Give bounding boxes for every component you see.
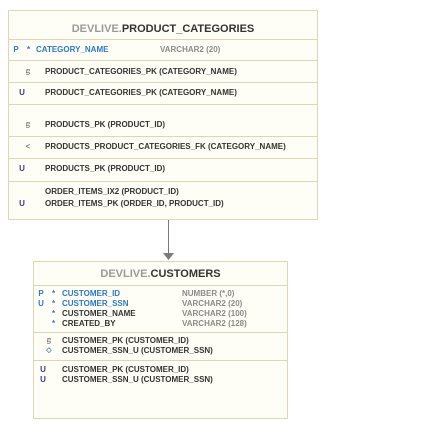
customers-name: CUSTOMERS — [150, 268, 221, 280]
ref-separator-1 — [9, 136, 317, 137]
order-index-row[interactable]: ORDER_ITEMS_IX2 (PRODUCT_ID) — [9, 186, 317, 198]
unique-flag: U — [38, 299, 44, 308]
pk-constraint-row[interactable]: ⴝ PRODUCT_CATEGORIES_PK (CATEGORY_NAME) — [9, 66, 317, 78]
unique-flag: U — [40, 365, 46, 374]
ref-unique-row[interactable]: U PRODUCTS_PK (PRODUCT_ID) — [9, 163, 317, 175]
pk-flag: P — [13, 45, 19, 54]
unique-flag: U — [19, 164, 25, 173]
customers-table[interactable]: DEVLIVE.CUSTOMERS P * CUSTOMER_ID NUMBER… — [33, 261, 288, 419]
constraint-row-customer-ssn-u[interactable]: ◇ CUSTOMER_SSN_U (CUSTOMER_SSN) — [34, 346, 287, 356]
ref-pk-row[interactable]: ⴝ PRODUCTS_PK (PRODUCT_ID) — [9, 119, 317, 131]
ref-unique-text: PRODUCTS_PK (PRODUCT_ID) — [45, 164, 166, 173]
mandatory-star: * — [52, 289, 56, 298]
column-row-category-name[interactable]: P * CATEGORY_NAME VARCHAR2 (20) — [9, 44, 317, 56]
constraint-text: CUSTOMER_SSN_U (CUSTOMER_SSN) — [62, 346, 213, 355]
pk-flag: P — [38, 289, 44, 298]
column-name: CUSTOMER_SSN — [62, 299, 129, 308]
column-type: VARCHAR2 (20) — [182, 299, 243, 308]
column-name: CATEGORY_NAME — [36, 45, 109, 54]
column-row-customer-id[interactable]: P * CUSTOMER_ID NUMBER (*,0) — [34, 289, 287, 299]
order-index-text: ORDER_ITEMS_IX2 (PRODUCT_ID) — [45, 187, 179, 196]
mandatory-star: * — [52, 299, 56, 308]
column-type: VARCHAR2 (128) — [182, 319, 247, 328]
column-name: CUSTOMER_ID — [62, 289, 121, 298]
index-text: PRODUCT_CATEGORIES_PK (CATEGORY_NAME) — [45, 88, 237, 97]
column-row-created-by[interactable]: * CREATED_BY VARCHAR2 (128) — [34, 319, 287, 329]
product-categories-schema: DEVLIVE. — [71, 23, 122, 35]
mandatory-star: * — [52, 319, 56, 328]
customers-schema: DEVLIVE. — [100, 268, 151, 280]
product-categories-title: DEVLIVE.PRODUCT_CATEGORIES — [9, 19, 317, 39]
constraint-row-customer-pk[interactable]: ⴝ CUSTOMER_PK (CUSTOMER_ID) — [34, 336, 287, 346]
index-row-customer-ssn-u[interactable]: U CUSTOMER_SSN_U (CUSTOMER_SSN) — [34, 375, 287, 385]
column-type: NUMBER (*,0) — [182, 289, 235, 298]
column-type: VARCHAR2 (100) — [182, 309, 247, 318]
product-categories-table[interactable]: DEVLIVE.PRODUCT_CATEGORIES P * CATEGORY_… — [8, 10, 318, 220]
customers-constraints-separator — [34, 360, 287, 361]
customers-title-separator — [34, 285, 287, 286]
foreign-key-icon: < — [25, 142, 31, 151]
key-icon: ⴝ — [46, 337, 52, 344]
mandatory-star: * — [52, 309, 56, 318]
ref-separator-2 — [9, 158, 317, 159]
index-text: CUSTOMER_SSN_U (CUSTOMER_SSN) — [62, 375, 213, 384]
index-row-customer-pk[interactable]: U CUSTOMER_PK (CUSTOMER_ID) — [34, 365, 287, 375]
mandatory-star: * — [27, 45, 31, 54]
arrow-head-icon — [163, 253, 174, 260]
customers-columns-separator — [34, 332, 287, 333]
title-separator — [9, 39, 317, 40]
column-row-customer-ssn[interactable]: U * CUSTOMER_SSN VARCHAR2 (20) — [34, 299, 287, 309]
unique-flag: U — [19, 199, 25, 208]
column-name: CREATED_BY — [62, 319, 116, 328]
ref-fk-text: PRODUCTS_PRODUCT_CATEGORIES_FK (CATEGORY… — [45, 142, 286, 151]
order-pk-text: ORDER_ITEMS_PK (ORDER_ID, PRODUCT_ID) — [45, 199, 224, 208]
column-name: CUSTOMER_NAME — [62, 309, 136, 318]
columns-separator — [9, 60, 317, 61]
customers-title: DEVLIVE.CUSTOMERS — [34, 264, 287, 284]
constraint-text: CUSTOMER_PK (CUSTOMER_ID) — [62, 336, 189, 345]
unique-key-icon: ◇ — [46, 347, 52, 354]
index-text: CUSTOMER_PK (CUSTOMER_ID) — [62, 365, 189, 374]
order-pk-row[interactable]: U ORDER_ITEMS_PK (ORDER_ID, PRODUCT_ID) — [9, 198, 317, 210]
key-icon: ⴝ — [25, 68, 31, 75]
key-icon: ⴝ — [25, 121, 31, 128]
index-separator — [9, 104, 317, 105]
constraint-text: PRODUCT_CATEGORIES_PK (CATEGORY_NAME) — [45, 67, 237, 76]
column-type: VARCHAR2 (20) — [160, 45, 221, 54]
constraint-separator — [9, 82, 317, 83]
ref-pk-text: PRODUCTS_PK (PRODUCT_ID) — [45, 120, 166, 129]
pk-index-row[interactable]: U PRODUCT_CATEGORIES_PK (CATEGORY_NAME) — [9, 87, 317, 99]
product-categories-name: PRODUCT_CATEGORIES — [121, 23, 255, 35]
column-row-customer-name[interactable]: * CUSTOMER_NAME VARCHAR2 (100) — [34, 309, 287, 319]
ref-separator-3 — [9, 181, 317, 182]
ref-fk-row[interactable]: < PRODUCTS_PRODUCT_CATEGORIES_FK (CATEGO… — [9, 141, 317, 153]
unique-flag: U — [19, 88, 25, 97]
relationship-line[interactable] — [168, 220, 169, 256]
unique-flag: U — [40, 375, 46, 384]
